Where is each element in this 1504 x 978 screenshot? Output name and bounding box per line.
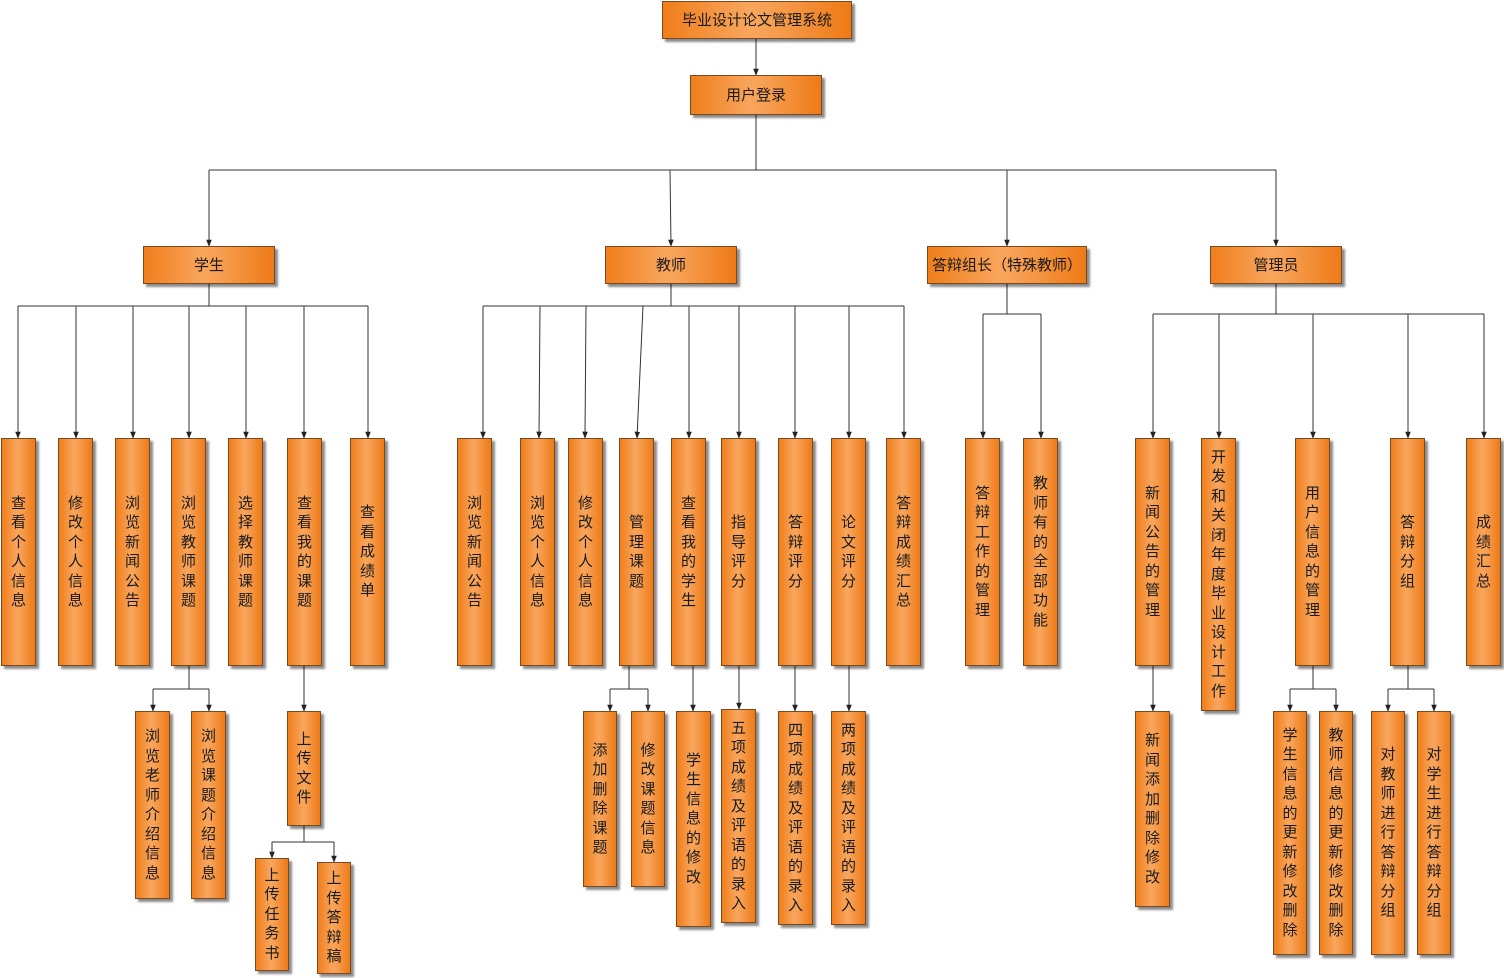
login-label: 用户登录	[725, 86, 786, 104]
teacher-two-scores-node: 两项成绩及评语的录入	[831, 711, 866, 925]
admin-group-teachers-node: 对教师进行答辩分组	[1371, 711, 1405, 955]
student-browse-topics-node: 浏览教师课题	[171, 438, 206, 666]
login-node: 用户登录	[690, 75, 822, 115]
student-select-topic-label: 选择教师课题	[237, 493, 253, 610]
student-grades-label: 查看成绩单	[359, 503, 375, 600]
teacher-four-scores-label: 四项成绩及评语的录入	[787, 720, 803, 915]
teacher-edit-topic-label: 修改课题信息	[640, 740, 656, 857]
student-view-info-node: 查看个人信息	[1, 438, 36, 666]
teacher-browse-info-label: 浏览个人信息	[529, 493, 545, 610]
teacher-add-delete-topic-label: 添加删除课题	[592, 740, 608, 857]
teacher-manage-topics-label: 管理课题	[628, 513, 644, 590]
admin-teacher-crud-label: 教师信息的更新修改删除	[1328, 725, 1344, 939]
teacher-browse-info-node: 浏览个人信息	[520, 438, 555, 666]
admin-defense-grouping-label: 答辩分组	[1399, 513, 1415, 590]
role-defense-leader-label: 答辩组长（特殊教师）	[932, 256, 1083, 274]
admin-group-students-node: 对学生进行答辩分组	[1417, 711, 1451, 955]
role-defense-leader-node: 答辩组长（特殊教师）	[927, 246, 1087, 284]
admin-user-management-node: 用户信息的管理	[1295, 438, 1330, 666]
admin-group-students-label: 对学生进行答辩分组	[1426, 745, 1442, 920]
student-browse-news-node: 浏览新闻公告	[115, 438, 150, 666]
role-student-label: 学生	[193, 256, 224, 274]
teacher-defense-summary-node: 答辩成绩汇总	[886, 438, 921, 666]
teacher-thesis-score-label: 论文评分	[840, 513, 856, 590]
teacher-edit-info-label: 修改个人信息	[577, 493, 593, 610]
root-node: 毕业设计论文管理系统	[662, 1, 852, 39]
role-admin-node: 管理员	[1210, 246, 1342, 284]
student-upload-defense-label: 上传答辩稿	[326, 869, 342, 966]
admin-grade-summary-label: 成绩汇总	[1475, 513, 1491, 590]
teacher-five-scores-label: 五项成绩及评语的录入	[730, 718, 746, 913]
teacher-five-scores-node: 五项成绩及评语的录入	[721, 709, 756, 923]
student-my-topic-label: 查看我的课题	[296, 493, 312, 610]
teacher-edit-student-label: 学生信息的修改	[685, 750, 701, 886]
student-edit-info-node: 修改个人信息	[58, 438, 93, 666]
role-student-node: 学生	[143, 246, 275, 284]
admin-student-crud-label: 学生信息的更新修改删除	[1282, 725, 1298, 939]
teacher-guidance-score-node: 指导评分	[721, 438, 756, 666]
admin-defense-grouping-node: 答辩分组	[1390, 438, 1425, 666]
student-upload-defense-node: 上传答辩稿	[317, 862, 351, 974]
root-label: 毕业设计论文管理系统	[681, 11, 832, 29]
student-upload-file-label: 上传文件	[296, 729, 312, 807]
role-admin-label: 管理员	[1253, 256, 1299, 274]
teacher-my-students-node: 查看我的学生	[671, 438, 706, 666]
teacher-edit-info-node: 修改个人信息	[568, 438, 603, 666]
admin-student-crud-node: 学生信息的更新修改删除	[1273, 711, 1307, 955]
student-topic-intro-node: 浏览课题介绍信息	[191, 711, 226, 899]
leader-defense-management-label: 答辩工作的管理	[974, 483, 990, 619]
leader-all-teacher-functions-node: 教师有的全部功能	[1023, 438, 1058, 666]
student-browse-topics-label: 浏览教师课题	[180, 493, 196, 610]
student-topic-intro-label: 浏览课题介绍信息	[200, 727, 216, 882]
admin-news-management-node: 新闻公告的管理	[1135, 438, 1170, 666]
admin-news-crud-node: 新闻添加删除修改	[1135, 711, 1170, 907]
student-teacher-intro-label: 浏览老师介绍信息	[144, 727, 160, 882]
admin-news-management-label: 新闻公告的管理	[1144, 483, 1160, 619]
student-upload-file-node: 上传文件	[287, 711, 321, 826]
admin-annual-work-label: 开发和关闭年度毕业设计工作	[1210, 447, 1226, 700]
student-grades-node: 查看成绩单	[350, 438, 385, 666]
student-select-topic-node: 选择教师课题	[228, 438, 263, 666]
student-view-info-label: 查看个人信息	[10, 493, 26, 610]
leader-defense-management-node: 答辩工作的管理	[965, 438, 1000, 666]
student-browse-news-label: 浏览新闻公告	[124, 493, 140, 610]
student-upload-task-node: 上传任务书	[255, 858, 289, 971]
teacher-edit-student-node: 学生信息的修改	[676, 711, 711, 927]
teacher-defense-summary-label: 答辩成绩汇总	[895, 493, 911, 610]
teacher-guidance-score-label: 指导评分	[730, 513, 746, 590]
teacher-thesis-score-node: 论文评分	[831, 438, 866, 666]
teacher-defense-score-node: 答辩评分	[778, 438, 813, 666]
student-edit-info-label: 修改个人信息	[67, 493, 83, 610]
teacher-my-students-label: 查看我的学生	[680, 493, 696, 610]
student-my-topic-node: 查看我的课题	[287, 438, 322, 666]
admin-news-crud-label: 新闻添加删除修改	[1144, 731, 1160, 886]
admin-group-teachers-label: 对教师进行答辩分组	[1380, 745, 1396, 920]
role-teacher-node: 教师	[605, 246, 737, 284]
leader-all-teacher-functions-label: 教师有的全部功能	[1032, 474, 1048, 629]
teacher-two-scores-label: 两项成绩及评语的录入	[840, 720, 856, 915]
admin-annual-work-node: 开发和关闭年度毕业设计工作	[1201, 438, 1236, 711]
teacher-browse-news-label: 浏览新闻公告	[466, 493, 482, 610]
teacher-edit-topic-node: 修改课题信息	[631, 711, 665, 887]
student-teacher-intro-node: 浏览老师介绍信息	[135, 711, 170, 899]
role-teacher-label: 教师	[655, 256, 686, 274]
student-upload-task-label: 上传任务书	[264, 865, 280, 962]
admin-teacher-crud-node: 教师信息的更新修改删除	[1319, 711, 1353, 955]
teacher-defense-score-label: 答辩评分	[787, 513, 803, 590]
teacher-manage-topics-node: 管理课题	[619, 438, 654, 666]
admin-user-management-label: 用户信息的管理	[1304, 483, 1320, 619]
teacher-four-scores-node: 四项成绩及评语的录入	[778, 711, 813, 925]
admin-grade-summary-node: 成绩汇总	[1466, 438, 1501, 666]
teacher-add-delete-topic-node: 添加删除课题	[583, 711, 617, 887]
teacher-browse-news-node: 浏览新闻公告	[457, 438, 492, 666]
